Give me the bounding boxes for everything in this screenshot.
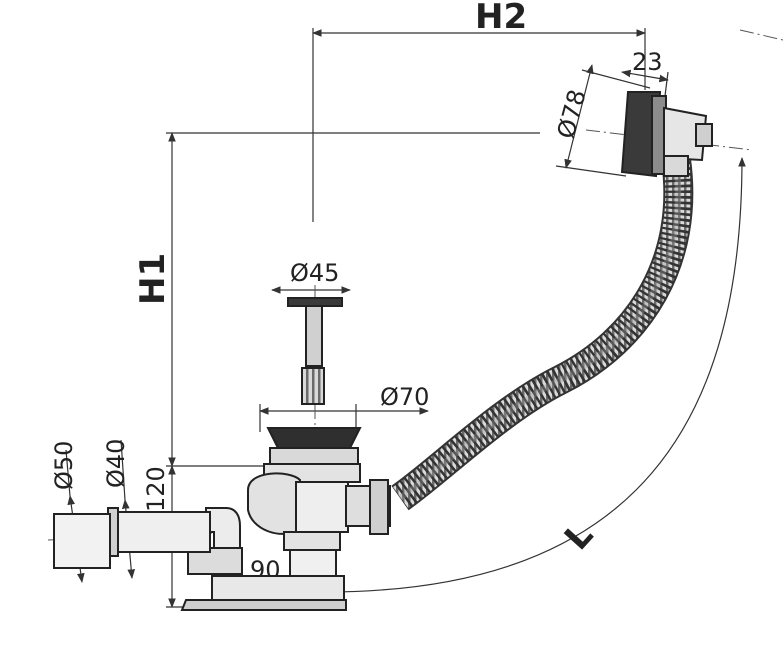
d40-label: Ø40 xyxy=(102,439,130,488)
trap-base xyxy=(180,599,347,611)
drain-body xyxy=(180,427,391,611)
trap-chamber xyxy=(295,481,349,533)
d70-label: Ø70 xyxy=(380,383,429,411)
d45-label: Ø45 xyxy=(290,259,339,287)
flexible-hose-ribs xyxy=(392,158,692,509)
outlet-elbow xyxy=(205,507,241,553)
h2-label: H2 xyxy=(475,0,527,37)
plug-spring xyxy=(301,367,325,405)
waste-plug-assembly xyxy=(287,297,343,405)
plug-stem xyxy=(305,305,323,367)
h1-label: H1 xyxy=(133,253,173,305)
flexible-hose-core xyxy=(398,159,682,501)
l-dimension-arc xyxy=(329,157,746,596)
trap-foot xyxy=(211,575,345,601)
outlet-spigot xyxy=(53,513,111,569)
d78-extension-top xyxy=(581,69,651,89)
d50-leader xyxy=(65,449,71,497)
overflow-cover xyxy=(620,91,662,178)
drain-flange xyxy=(266,427,362,449)
d50-label: Ø50 xyxy=(50,441,78,490)
d78-label: Ø78 xyxy=(552,87,592,142)
d78-dimension-line xyxy=(564,64,594,169)
trap-lower-nut xyxy=(283,531,341,551)
overflow-assembly xyxy=(620,91,713,178)
trap-elbow xyxy=(247,472,301,535)
outlet-pipe-assembly xyxy=(53,507,243,575)
l-label: L xyxy=(557,515,601,558)
d78-extension-bottom xyxy=(555,165,627,177)
outlet-pipe xyxy=(111,511,211,553)
w23-label: 23 xyxy=(632,48,663,76)
overflow-hose-connector xyxy=(663,155,689,177)
h120-label: 120 xyxy=(142,466,170,512)
top-right-axis xyxy=(739,29,783,41)
hose-coupling-nut xyxy=(369,479,389,535)
drain-ring xyxy=(269,447,359,465)
plug-cap xyxy=(287,297,343,307)
flexible-hose-outline xyxy=(391,157,694,511)
d40-leader xyxy=(120,439,126,501)
overflow-nut xyxy=(695,123,713,147)
w23-dimension-line xyxy=(621,69,669,83)
